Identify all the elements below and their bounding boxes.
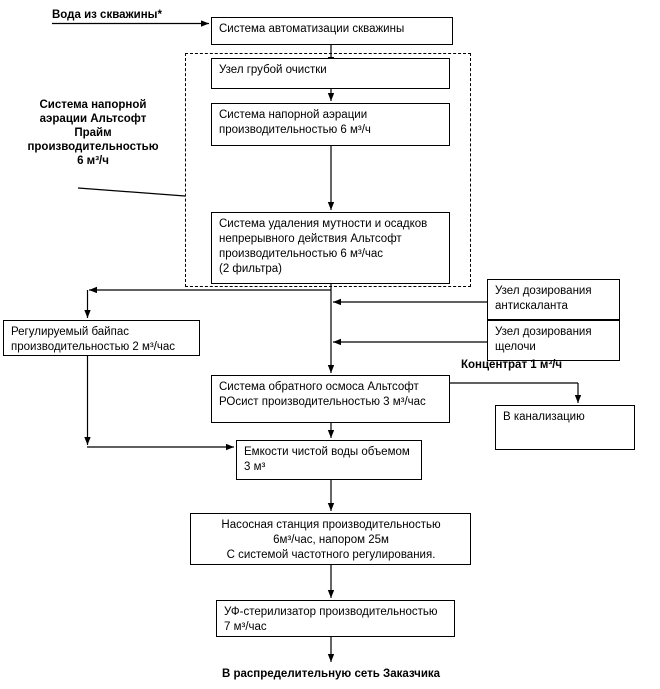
node-adjustable-bypass[interactable]: Регулируемый байпас производительностью … [3, 320, 200, 356]
node-to-sewer[interactable]: В канализацию [495, 405, 635, 450]
node-pump-station[interactable]: Насосная станция производительностью 6м³… [190, 513, 471, 565]
node-bypass-line-1: Регулируемый байпас [11, 326, 129, 338]
node-bypass-line-2: производительностью 2 м³/час [11, 341, 176, 353]
node-alkali-line-1: Узел дозирования [495, 326, 592, 338]
node-sewer-text: В канализацию [503, 411, 585, 423]
node-reverse-osmosis[interactable]: Система обратного осмоса Альтсофт РОсист… [211, 375, 450, 423]
node-pump-line-3: С системой частотного регулирования. [226, 549, 436, 561]
aeration-system-group-boundary [185, 53, 471, 287]
node-uv-sterilizer[interactable]: УФ-стерилизатор производительностью 7 м³… [216, 600, 455, 637]
concentrate-flow-label: Концентрат 1 м³/ч [461, 359, 563, 371]
node-pump-line-1: Насосная станция производительностью [221, 519, 441, 531]
node-coarse-filter-text: Узел грубой очистки [219, 64, 327, 76]
group-label-line-5: 6 м³/ч [77, 155, 109, 167]
node-coarse-filter-unit[interactable]: Узел грубой очистки [211, 58, 450, 89]
node-uv-line-1: УФ-стерилизатор производительностью [224, 606, 438, 618]
output-network-label: В распределительную сеть Заказчика [221, 668, 441, 680]
aeration-system-group-label: Система напорной аэрации Альтсофт Прайм … [8, 98, 178, 168]
node-ro-line-1: Система обратного осмоса Альтсофт [219, 381, 419, 393]
node-alkali-dosing-unit[interactable]: Узел дозирования щелочи [487, 320, 620, 361]
node-pump-line-2: 6м³/час, напором 25м [273, 534, 389, 546]
group-label-line-2: аэрации Альтсофт [39, 113, 147, 125]
node-clean-water-tanks[interactable]: Емкости чистой воды объемом 3 м³ [236, 440, 422, 480]
node-aeration-line-2: производительностью 6 м³/ч [219, 124, 371, 136]
node-clean-water-line-2: 3 м³ [244, 461, 266, 473]
node-turbidity-line-3: производительностью 6 м³/час [219, 248, 384, 260]
node-antiscalant-line-1: Узел дозирования [495, 285, 592, 297]
node-turbidity-line-1: Система удаления мутности и осадков [219, 218, 428, 230]
node-well-automation-system[interactable]: Система автоматизации скважины [211, 17, 453, 45]
inlet-water-label: Вода из скважины* [52, 9, 162, 21]
node-antiscalant-line-2: антискаланта [495, 300, 568, 312]
node-clean-water-line-1: Емкости чистой воды объемом [244, 446, 410, 458]
node-pressurized-aeration[interactable]: Система напорной аэрации производительно… [211, 103, 450, 146]
node-alkali-line-2: щелочи [495, 341, 536, 353]
node-well-automation-text: Система автоматизации скважины [219, 23, 405, 35]
node-uv-line-2: 7 м³/час [224, 621, 267, 633]
node-ro-line-2: РОсист производительностью 3 м³/час [219, 396, 426, 408]
group-label-line-1: Система напорной [39, 99, 147, 111]
node-turbidity-line-2: непрерывного действия Альтсофт [219, 233, 402, 245]
node-aeration-line-1: Система напорной аэрации [219, 109, 368, 121]
node-turbidity-line-4: (2 фильтра) [219, 263, 282, 275]
group-label-line-3: Прайм [74, 127, 112, 139]
group-label-line-4: производительностью [27, 141, 159, 153]
node-antiscalant-dosing-unit[interactable]: Узел дозирования антискаланта [487, 279, 620, 320]
node-turbidity-removal[interactable]: Система удаления мутности и осадков непр… [211, 212, 450, 284]
